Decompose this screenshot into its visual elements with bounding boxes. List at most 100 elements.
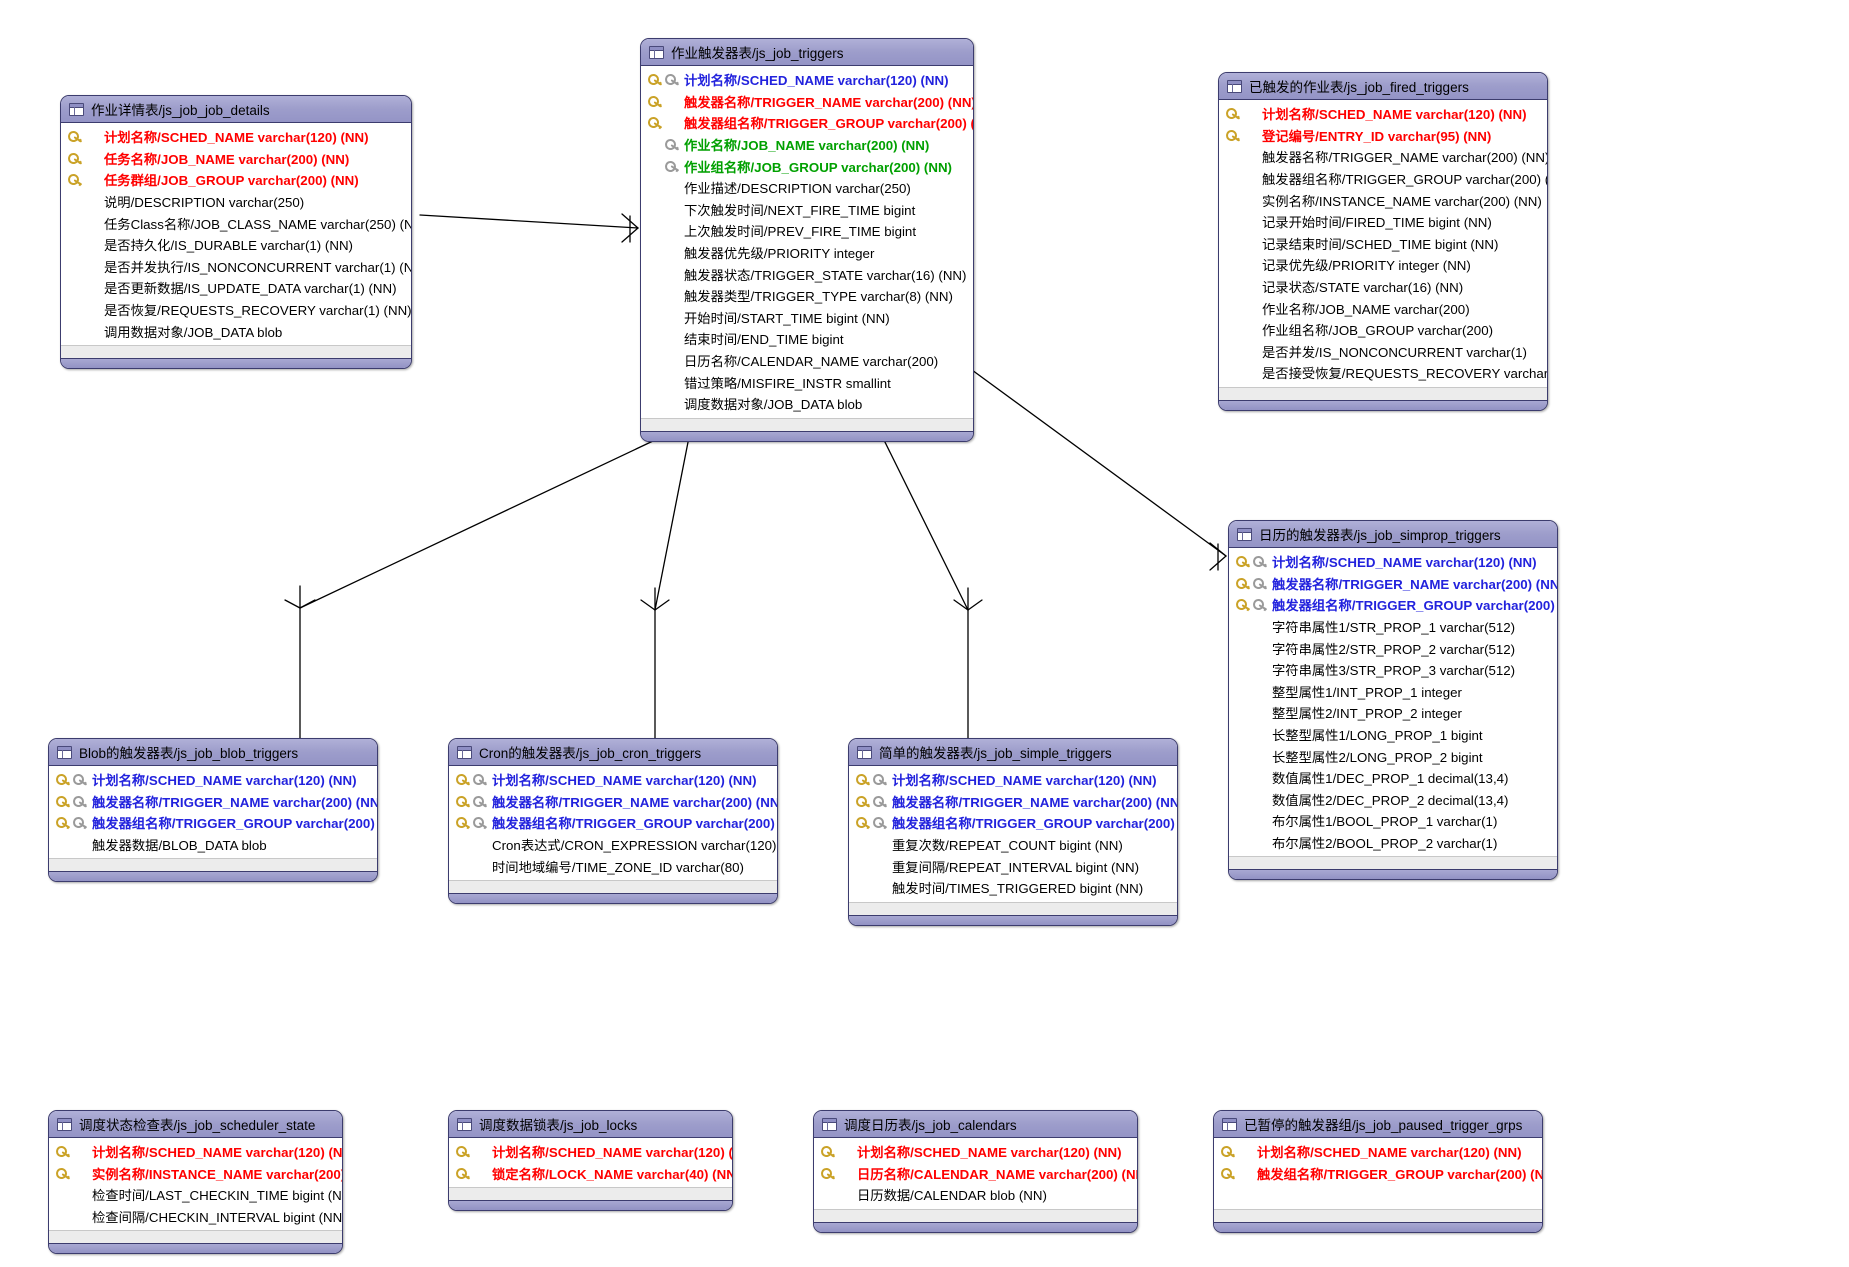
attribute-row[interactable]: 计划名称/SCHED_NAME varchar(120) (NN) [814,1141,1137,1163]
attribute-row[interactable]: 字符串属性2/STR_PROP_2 varchar(512) [1229,637,1557,659]
attribute-row[interactable]: 触发器类型/TRIGGER_TYPE varchar(8) (NN) [641,285,973,307]
attribute-row[interactable]: 布尔属性1/BOOL_PROP_1 varchar(1) [1229,810,1557,832]
attribute-row[interactable]: 记录结束时间/SCHED_TIME bigint (NN) [1219,233,1547,255]
attribute-row[interactable]: 触发器名称/TRIGGER_NAME varchar(200) (NN) [849,791,1177,813]
attribute-row[interactable]: 结束时间/END_TIME bigint [641,328,973,350]
attribute-row[interactable]: 实例名称/INSTANCE_NAME varchar(200) (NN) [49,1163,342,1185]
attribute-row[interactable] [1214,1184,1542,1206]
entity-header-simple_triggers[interactable]: 简单的触发器表/js_job_simple_triggers [849,739,1177,766]
entity-blob_triggers[interactable]: Blob的触发器表/js_job_blob_triggers 计划名称/SCHED… [48,738,378,883]
entity-fired_triggers[interactable]: 已触发的作业表/js_job_fired_triggers 计划名称/SCHED_… [1218,72,1548,411]
attribute-row[interactable]: 日历名称/CALENDAR_NAME varchar(200) [641,350,973,372]
attribute-row[interactable]: 错过策略/MISFIRE_INSTR smallint [641,371,973,393]
attribute-row[interactable]: 触发器组名称/TRIGGER_GROUP varchar(200) (NN) [449,812,777,834]
entity-simple_triggers[interactable]: 简单的触发器表/js_job_simple_triggers 计划名称/SCHED… [848,738,1178,926]
attribute-row[interactable]: 触发器组名称/TRIGGER_GROUP varchar(200) (NN) [849,812,1177,834]
attribute-row[interactable]: 记录开始时间/FIRED_TIME bigint (NN) [1219,211,1547,233]
attribute-row[interactable]: 计划名称/SCHED_NAME varchar(120) (NN) [49,769,377,791]
entity-header-simprop_triggers[interactable]: 日历的触发器表/js_job_simprop_triggers [1229,521,1557,548]
attribute-row[interactable]: 触发时间/TIMES_TRIGGERED bigint (NN) [849,877,1177,899]
attribute-row[interactable]: 触发器组名称/TRIGGER_GROUP varchar(200) (NN) [1229,594,1557,616]
entity-header-blob_triggers[interactable]: Blob的触发器表/js_job_blob_triggers [49,739,377,766]
attribute-row[interactable]: 是否并发/IS_NONCONCURRENT varchar(1) [1219,341,1547,363]
attribute-row[interactable]: 记录优先级/PRIORITY integer (NN) [1219,254,1547,276]
attribute-row[interactable]: 登记编号/ENTRY_ID varchar(95) (NN) [1219,125,1547,147]
attribute-row[interactable]: 作业组名称/JOB_GROUP varchar(200) [1219,319,1547,341]
attribute-row[interactable]: 数值属性1/DEC_PROP_1 decimal(13,4) [1229,767,1557,789]
attribute-row[interactable]: 是否接受恢复/REQUESTS_RECOVERY varchar(1) [1219,362,1547,384]
attribute-row[interactable]: 计划名称/SCHED_NAME varchar(120) (NN) [1219,103,1547,125]
attribute-row[interactable]: 计划名称/SCHED_NAME varchar(120) (NN) [449,769,777,791]
attribute-row[interactable]: 重复间隔/REPEAT_INTERVAL bigint (NN) [849,855,1177,877]
attribute-row[interactable]: 检查间隔/CHECKIN_INTERVAL bigint (NN) [49,1206,342,1228]
attribute-row[interactable]: 触发器名称/TRIGGER_NAME varchar(200) (NN) [49,791,377,813]
attribute-row[interactable]: 作业描述/DESCRIPTION varchar(250) [641,177,973,199]
attribute-row[interactable]: 任务群组/JOB_GROUP varchar(200) (NN) [61,169,411,191]
attribute-row[interactable]: 触发器优先级/PRIORITY integer [641,242,973,264]
attribute-row[interactable]: 调度数据对象/JOB_DATA blob [641,393,973,415]
attribute-row[interactable]: 作业名称/JOB_NAME varchar(200) [1219,297,1547,319]
attribute-row[interactable]: 触发器组名称/TRIGGER_GROUP varchar(200) (NN) [1219,168,1547,190]
attribute-row[interactable]: 是否并发执行/IS_NONCONCURRENT varchar(1) (NN) [61,256,411,278]
attribute-row[interactable]: 是否恢复/REQUESTS_RECOVERY varchar(1) (NN) [61,299,411,321]
entity-header-paused_trigger_grps[interactable]: 已暂停的触发器组/js_job_paused_trigger_grps [1214,1111,1542,1138]
entity-header-scheduler_state[interactable]: 调度状态检查表/js_job_scheduler_state [49,1111,342,1138]
attribute-row[interactable]: 布尔属性2/BOOL_PROP_2 varchar(1) [1229,832,1557,854]
entity-simprop_triggers[interactable]: 日历的触发器表/js_job_simprop_triggers 计划名称/SCHE… [1228,520,1558,881]
attribute-row[interactable]: 作业组名称/JOB_GROUP varchar(200) (NN) [641,155,973,177]
attribute-row[interactable]: 时间地域编号/TIME_ZONE_ID varchar(80) [449,855,777,877]
attribute-row[interactable]: 调用数据对象/JOB_DATA blob [61,320,411,342]
attribute-row[interactable]: 触发器名称/TRIGGER_NAME varchar(200) (NN) [1229,573,1557,595]
attribute-row[interactable]: 锁定名称/LOCK_NAME varchar(40) (NN) [449,1163,732,1185]
attribute-row[interactable]: 计划名称/SCHED_NAME varchar(120) (NN) [61,126,411,148]
entity-header-triggers[interactable]: 作业触发器表/js_job_triggers [641,39,973,66]
entity-header-fired_triggers[interactable]: 已触发的作业表/js_job_fired_triggers [1219,73,1547,100]
attribute-row[interactable]: 日历名称/CALENDAR_NAME varchar(200) (NN) [814,1163,1137,1185]
attribute-row[interactable]: 整型属性1/INT_PROP_1 integer [1229,681,1557,703]
entity-cron_triggers[interactable]: Cron的触发器表/js_job_cron_triggers 计划名称/SCHED… [448,738,778,904]
attribute-row[interactable]: 上次触发时间/PREV_FIRE_TIME bigint [641,220,973,242]
attribute-row[interactable]: 字符串属性3/STR_PROP_3 varchar(512) [1229,659,1557,681]
attribute-row[interactable]: 记录状态/STATE varchar(16) (NN) [1219,276,1547,298]
attribute-row[interactable]: 触发器名称/TRIGGER_NAME varchar(200) (NN) [641,91,973,113]
attribute-row[interactable]: 下次触发时间/NEXT_FIRE_TIME bigint [641,199,973,221]
attribute-row[interactable]: 触发器名称/TRIGGER_NAME varchar(200) (NN) [1219,146,1547,168]
attribute-row[interactable]: 是否持久化/IS_DURABLE varchar(1) (NN) [61,234,411,256]
attribute-row[interactable]: 计划名称/SCHED_NAME varchar(120) (NN) [1214,1141,1542,1163]
attribute-row[interactable]: 数值属性2/DEC_PROP_2 decimal(13,4) [1229,789,1557,811]
entity-paused_trigger_grps[interactable]: 已暂停的触发器组/js_job_paused_trigger_grps 计划名称/… [1213,1110,1543,1233]
attribute-row[interactable]: 计划名称/SCHED_NAME varchar(120) (NN) [49,1141,342,1163]
entity-header-cron_triggers[interactable]: Cron的触发器表/js_job_cron_triggers [449,739,777,766]
attribute-row[interactable]: 触发器状态/TRIGGER_STATE varchar(16) (NN) [641,263,973,285]
attribute-row[interactable]: 作业名称/JOB_NAME varchar(200) (NN) [641,134,973,156]
attribute-row[interactable]: 字符串属性1/STR_PROP_1 varchar(512) [1229,616,1557,638]
attribute-row[interactable]: 触发器名称/TRIGGER_NAME varchar(200) (NN) [449,791,777,813]
attribute-row[interactable]: 触发器组名称/TRIGGER_GROUP varchar(200) (NN) [49,812,377,834]
attribute-row[interactable]: 长整型属性1/LONG_PROP_1 bigint [1229,724,1557,746]
attribute-row[interactable]: 长整型属性2/LONG_PROP_2 bigint [1229,745,1557,767]
attribute-row[interactable]: Cron表达式/CRON_EXPRESSION varchar(120) (NN… [449,834,777,856]
attribute-row[interactable]: 检查时间/LAST_CHECKIN_TIME bigint (NN) [49,1184,342,1206]
attribute-row[interactable]: 触发组名称/TRIGGER_GROUP varchar(200) (NN) [1214,1163,1542,1185]
attribute-row[interactable]: 触发器组名称/TRIGGER_GROUP varchar(200) (NN) [641,112,973,134]
attribute-row[interactable]: 整型属性2/INT_PROP_2 integer [1229,702,1557,724]
attribute-row[interactable]: 任务名称/JOB_NAME varchar(200) (NN) [61,148,411,170]
attribute-row[interactable]: 开始时间/START_TIME bigint (NN) [641,307,973,329]
attribute-row[interactable]: 重复次数/REPEAT_COUNT bigint (NN) [849,834,1177,856]
attribute-row[interactable]: 计划名称/SCHED_NAME varchar(120) (NN) [449,1141,732,1163]
attribute-row[interactable]: 日历数据/CALENDAR blob (NN) [814,1184,1137,1206]
attribute-row[interactable]: 计划名称/SCHED_NAME varchar(120) (NN) [1229,551,1557,573]
attribute-row[interactable]: 触发器数据/BLOB_DATA blob [49,834,377,856]
attribute-row[interactable]: 计划名称/SCHED_NAME varchar(120) (NN) [849,769,1177,791]
attribute-row[interactable]: 是否更新数据/IS_UPDATE_DATA varchar(1) (NN) [61,277,411,299]
attribute-row[interactable]: 计划名称/SCHED_NAME varchar(120) (NN) [641,69,973,91]
entity-locks[interactable]: 调度数据锁表/js_job_locks 计划名称/SCHED_NAME varch… [448,1110,733,1212]
entity-header-locks[interactable]: 调度数据锁表/js_job_locks [449,1111,732,1138]
attribute-row[interactable]: 任务Class名称/JOB_CLASS_NAME varchar(250) (N… [61,212,411,234]
entity-triggers[interactable]: 作业触发器表/js_job_triggers 计划名称/SCHED_NAME va… [640,38,974,442]
entity-header-calendars[interactable]: 调度日历表/js_job_calendars [814,1111,1137,1138]
attribute-row[interactable]: 说明/DESCRIPTION varchar(250) [61,191,411,213]
entity-calendars[interactable]: 调度日历表/js_job_calendars 计划名称/SCHED_NAME va… [813,1110,1138,1233]
attribute-row[interactable]: 实例名称/INSTANCE_NAME varchar(200) (NN) [1219,189,1547,211]
